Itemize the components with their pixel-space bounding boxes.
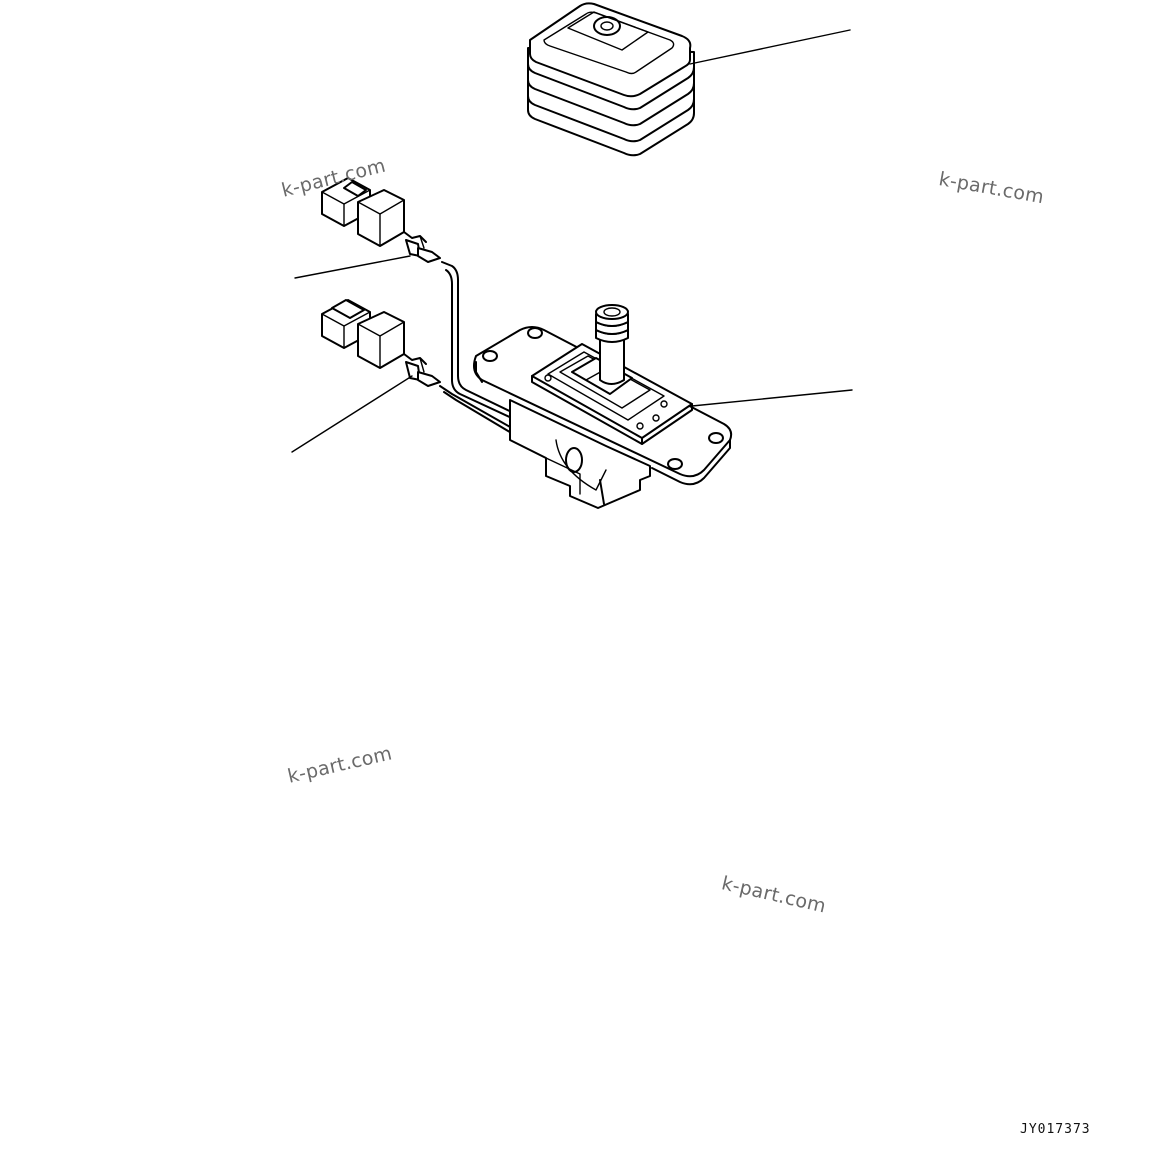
connector-lower[interactable]: [291, 299, 441, 453]
drawing-number: JY017373: [1020, 1122, 1091, 1137]
rubber-boot[interactable]: [527, 2, 851, 157]
lever-switch-bracket[interactable]: [473, 304, 853, 509]
connector-upper[interactable]: [294, 177, 441, 279]
